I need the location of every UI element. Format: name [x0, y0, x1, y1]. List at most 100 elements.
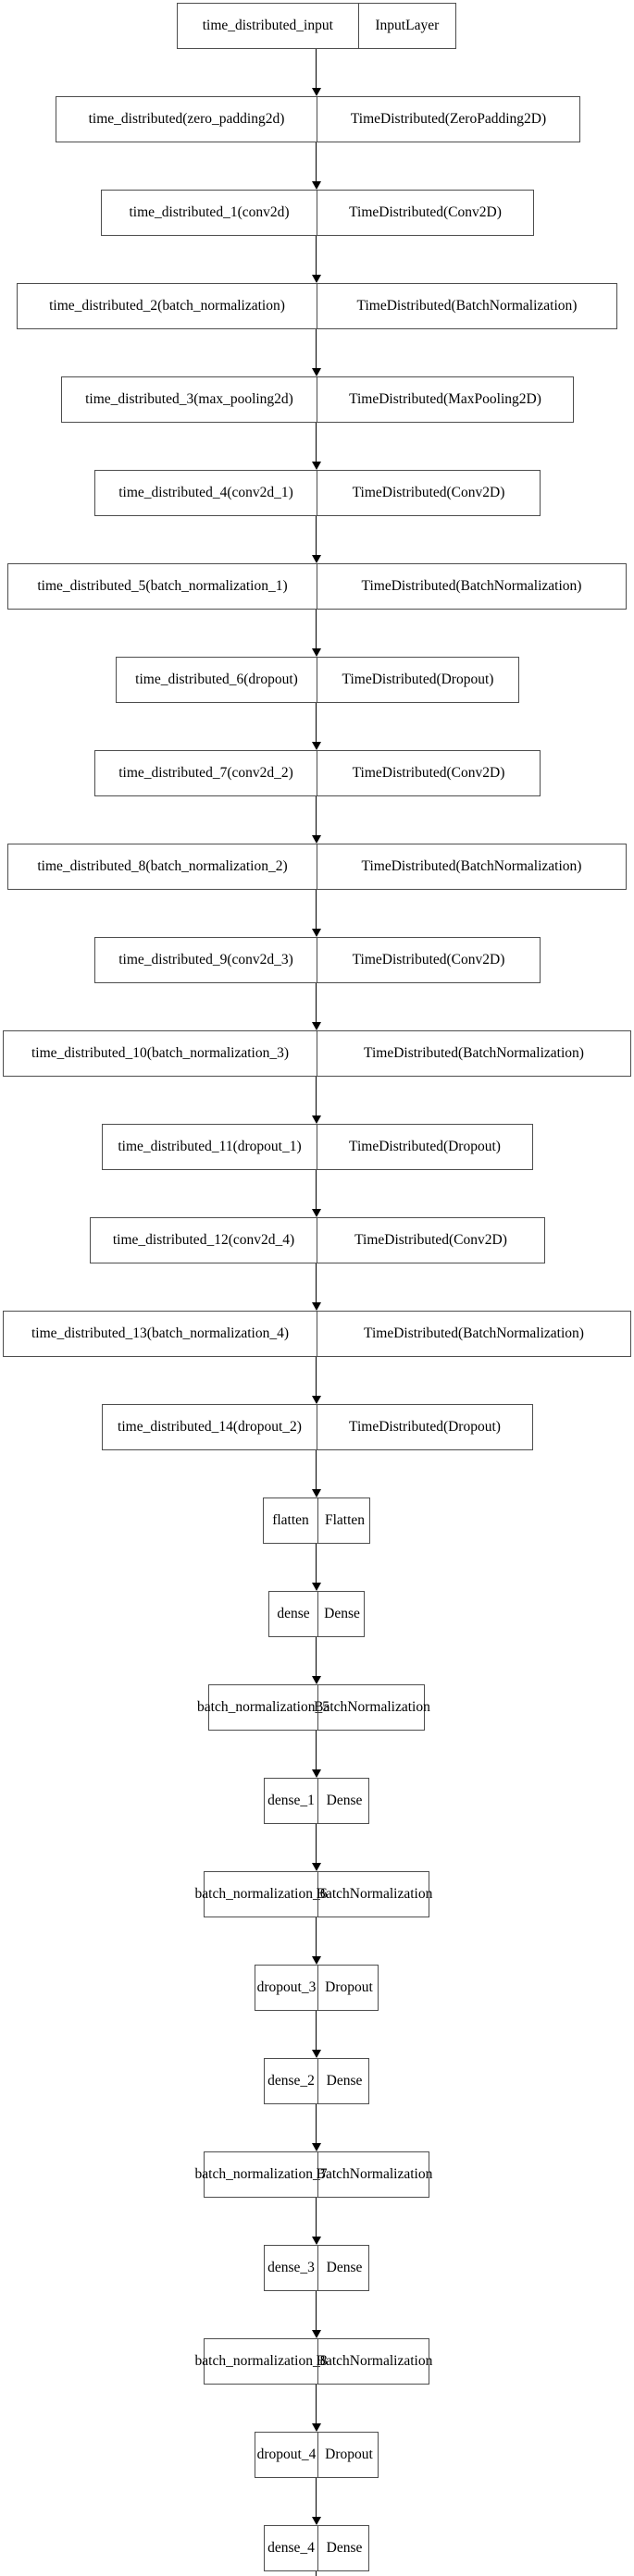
edge-connector [316, 142, 317, 181]
edge-connector [316, 2478, 317, 2517]
layer-name: time_distributed_4(conv2d_1) [118, 485, 293, 501]
layer-type: TimeDistributed(Conv2D) [317, 471, 540, 515]
layer-node[interactable]: time_distributed_5(batch_normalization_1… [7, 563, 627, 610]
edge-connector [316, 1824, 317, 1863]
layer-node[interactable]: time_distributed_4(conv2d_1) TimeDistribu… [94, 470, 541, 516]
layer-node[interactable]: time_distributed_7(conv2d_2)TimeDistribu… [94, 750, 541, 796]
edge-arrowhead [311, 2330, 321, 2338]
edge-arrowhead [311, 1115, 321, 1124]
layer-node[interactable]: time_distributed_9(conv2d_3)TimeDistribu… [94, 937, 541, 983]
layer-name: batch_normalization_5 [197, 1699, 329, 1716]
edge-connector [316, 236, 317, 275]
edge-connector [316, 2291, 317, 2330]
edge-arrowhead [311, 555, 321, 563]
edge-connector [316, 1731, 317, 1769]
edge-arrowhead [311, 181, 321, 190]
layer-node[interactable]: dense Dense [268, 1591, 365, 1637]
edge-arrowhead [311, 1489, 321, 1498]
layer-type: Dropout [317, 2433, 379, 2477]
layer-node[interactable]: time_distributed_14(dropout_2) TimeDistri… [102, 1404, 533, 1450]
layer-type: BatchNormalization [317, 2339, 432, 2384]
layer-name: dropout_3 [256, 1979, 317, 1996]
layer-name: time_distributed_5(batch_normalization_1… [37, 578, 288, 595]
layer-type: TimeDistributed(Conv2D) [317, 751, 540, 795]
edge-arrowhead [311, 368, 321, 376]
edge-connector [316, 2571, 317, 2576]
layer-type: TimeDistributed(Dropout) [317, 1405, 532, 1449]
layer-name: time_distributed_10(batch_normalization_… [31, 1045, 290, 1062]
edge-connector [316, 329, 317, 368]
layer-type: BatchNormalization [314, 1685, 430, 1730]
layer-type: TimeDistributed(BatchNormalization) [317, 564, 626, 609]
edge-arrowhead [311, 742, 321, 750]
edge-connector [316, 610, 317, 648]
layer-node[interactable]: time_distributed_1(conv2d) TimeDistribute… [101, 190, 534, 236]
edge-connector [316, 1357, 317, 1396]
layer-type: TimeDistributed(ZeroPadding2D) [317, 97, 579, 142]
edge-arrowhead [311, 2143, 321, 2151]
layer-name: dense_2 [267, 2073, 315, 2089]
layer-type: Dense [317, 2526, 370, 2570]
layer-type: Dense [317, 1592, 366, 1636]
layer-name: dense [277, 1606, 310, 1622]
layer-type: TimeDistributed(BatchNormalization) [317, 1312, 630, 1356]
layer-node[interactable]: time_distributed_2(batch_normalization)T… [17, 283, 617, 329]
edge-arrowhead [311, 1583, 321, 1591]
layer-name: time_distributed_2(batch_normalization) [49, 298, 285, 314]
edge-connector [316, 1450, 317, 1489]
layer-name: time_distributed_9(conv2d_3) [118, 952, 293, 968]
layer-name: time_distributed_14(dropout_2) [118, 1419, 302, 1436]
layer-name: time_distributed(zero_padding2d) [88, 111, 285, 128]
layer-name: flatten [272, 1512, 309, 1529]
layer-type: TimeDistributed(Conv2D) [317, 191, 533, 235]
layer-type: TimeDistributed(Conv2D) [317, 1218, 544, 1263]
layer-node[interactable]: time_distributed_13(batch_normalization_… [3, 1311, 631, 1357]
layer-node[interactable]: time_distributed_6(dropout)TimeDistribut… [116, 657, 519, 703]
layer-node[interactable]: time_distributed_12(conv2d_4) TimeDistrib… [90, 1217, 545, 1263]
edge-arrowhead [311, 1769, 321, 1778]
edge-arrowhead [311, 1302, 321, 1311]
edge-arrowhead [311, 275, 321, 283]
layer-name: batch_normalization_6 [194, 1886, 328, 1903]
edge-arrowhead [311, 2423, 321, 2432]
edge-arrowhead [311, 1956, 321, 1965]
edge-connector [316, 983, 317, 1022]
layer-name: dense_1 [267, 1793, 315, 1809]
layer-type: Dropout [317, 1966, 379, 2010]
edge-connector [316, 890, 317, 929]
edge-arrowhead [311, 88, 321, 96]
layer-node[interactable]: time_distributed_8(batch_normalization_2… [7, 844, 627, 890]
edge-connector [316, 2198, 317, 2237]
edge-arrowhead [311, 1396, 321, 1404]
edge-connector [316, 1077, 317, 1115]
layer-name: dense_4 [267, 2540, 315, 2557]
layer-node[interactable]: time_distributed_10(batch_normalization_… [3, 1030, 631, 1077]
layer-name: time_distributed_8(batch_normalization_2… [37, 858, 288, 875]
layer-name: batch_normalization_7 [194, 2166, 328, 2183]
edge-connector [316, 796, 317, 835]
layer-name: time_distributed_11(dropout_1) [118, 1139, 302, 1155]
layer-type: InputLayer [357, 4, 455, 48]
layer-node[interactable]: time_distributed_11(dropout_1)TimeDistri… [102, 1124, 533, 1170]
layer-name: batch_normalization_8 [194, 2353, 328, 2370]
layer-node[interactable]: time_distributed(zero_padding2d) TimeDist… [56, 96, 580, 142]
layer-name: time_distributed_13(batch_normalization_… [31, 1325, 290, 1342]
layer-name: time_distributed_1(conv2d) [129, 204, 290, 221]
edge-connector [316, 2011, 317, 2050]
layer-name: time_distributed_12(conv2d_4) [112, 1232, 295, 1249]
layer-node[interactable]: time_distributed_3(max_pooling2d)TimeDis… [61, 376, 574, 423]
layer-name: time_distributed_6(dropout) [135, 672, 298, 688]
